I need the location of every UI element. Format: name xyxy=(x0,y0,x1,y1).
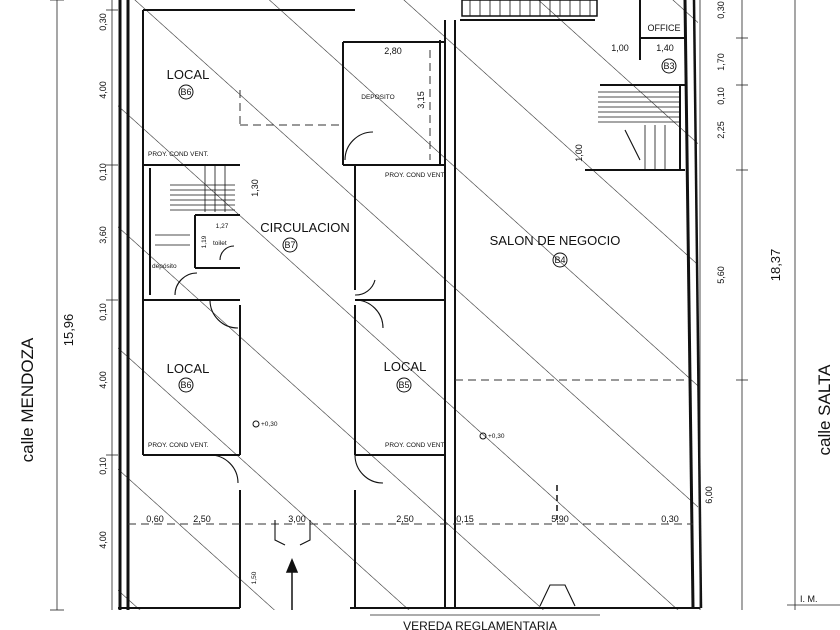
left-dimensions: 0,30 4,00 0,10 3,60 0,10 4,00 0,10 4,00 xyxy=(98,13,108,549)
dim-bottom-4: 0,15 xyxy=(456,514,474,524)
dim-bottom-5: 5,90 xyxy=(551,514,569,524)
room-b5: B5 xyxy=(398,380,409,390)
dim-bottom-2: 3,00 xyxy=(288,514,306,524)
interior-walls xyxy=(142,0,685,608)
exterior-walls xyxy=(118,0,703,610)
total-left: 15,96 xyxy=(61,314,76,347)
room-local-b5: LOCAL xyxy=(384,359,427,374)
room-b7: B7 xyxy=(284,240,295,250)
dim-stair: 1,30 xyxy=(250,179,260,197)
room-deposito: DEPOSITO xyxy=(361,94,394,101)
dim-office-w: 1,40 xyxy=(656,43,674,53)
stair-left xyxy=(155,165,235,246)
dim-left-3: 3,60 xyxy=(98,226,108,244)
dim-right-4: 5,60 xyxy=(716,266,726,284)
dim-left-7: 4,00 xyxy=(98,531,108,549)
level-1: +0,30 xyxy=(261,421,278,428)
dim-office-gap: 1,00 xyxy=(611,43,629,53)
room-local-top: LOCAL xyxy=(167,67,210,82)
dim-right-2: 0,10 xyxy=(716,87,726,105)
dim-stair-right: 1,00 xyxy=(574,144,584,162)
dim-toilet-w: 1,27 xyxy=(216,223,229,230)
dim-deposito-w: 2,80 xyxy=(384,46,402,56)
dim-bottom-6: 0,30 xyxy=(661,514,679,524)
total-right: 18,37 xyxy=(768,249,783,282)
room-deposito-small: depósito xyxy=(152,263,177,270)
room-circulacion: CIRCULACION xyxy=(260,220,350,235)
proy-2: PROY. COND VENT. xyxy=(385,172,446,179)
dim-bottom-0: 0,60 xyxy=(146,514,164,524)
room-salon: SALON DE NEGOCIO xyxy=(490,233,621,248)
section-markers xyxy=(178,58,677,440)
dim-bottom-1: 2,50 xyxy=(193,514,211,524)
dim-left-2: 0,10 xyxy=(98,163,108,181)
dim-toilet-h: 1,19 xyxy=(201,235,208,248)
dim-door-h: 1,50 xyxy=(251,571,258,584)
street-labels: calle MENDOZA calle SALTA VEREDA REGLAME… xyxy=(18,249,834,630)
proy-1: PROY. COND VENT. xyxy=(148,151,209,158)
stair-right xyxy=(461,0,680,170)
street-bottom-label: VEREDA REGLAMENTARIA xyxy=(403,619,557,630)
room-local-mid: LOCAL xyxy=(167,361,210,376)
proy-4: PROY. COND VENT. xyxy=(385,442,446,449)
dim-deposito-h: 3,15 xyxy=(416,91,426,109)
room-b6-mid: B6 xyxy=(180,380,191,390)
dim-bottom-3: 2,50 xyxy=(396,514,414,524)
dashed-lines xyxy=(128,50,693,525)
dim-left-6: 0,10 xyxy=(98,457,108,475)
door-swings xyxy=(174,129,641,607)
dim-right-5: 6,00 xyxy=(704,486,714,504)
room-b4: B4 xyxy=(554,255,565,265)
right-dimensions: 0,30 1,70 0,10 2,25 5,60 6,00 xyxy=(704,1,726,504)
room-b6-top: B6 xyxy=(180,87,191,97)
dim-left-1: 4,00 xyxy=(98,81,108,99)
room-toilet: toilet xyxy=(213,240,227,247)
entrance-arrows xyxy=(285,485,558,610)
level-2: +0,30 xyxy=(488,433,505,440)
dim-right-0: 0,30 xyxy=(716,1,726,19)
dim-left-5: 4,00 xyxy=(98,371,108,389)
street-left-label: calle MENDOZA xyxy=(18,337,37,462)
im-label: I. M. xyxy=(800,594,818,604)
street-right-label: calle SALTA xyxy=(815,364,834,456)
dim-left-0: 0,30 xyxy=(98,13,108,31)
dim-left-4: 0,10 xyxy=(98,303,108,321)
proy-3: PROY. COND VENT. xyxy=(148,442,209,449)
dim-right-3: 2,25 xyxy=(716,121,726,139)
bottom-dimensions: 0,60 2,50 3,00 2,50 0,15 5,90 0,30 xyxy=(146,514,679,524)
dimension-lines xyxy=(50,0,840,616)
room-b3: B3 xyxy=(663,61,674,71)
room-labels: LOCAL B6 DEPOSITO 2,80 3,15 CIRCULACION … xyxy=(148,23,681,584)
dim-right-1: 1,70 xyxy=(716,53,726,71)
room-office: OFFICE xyxy=(648,23,681,33)
